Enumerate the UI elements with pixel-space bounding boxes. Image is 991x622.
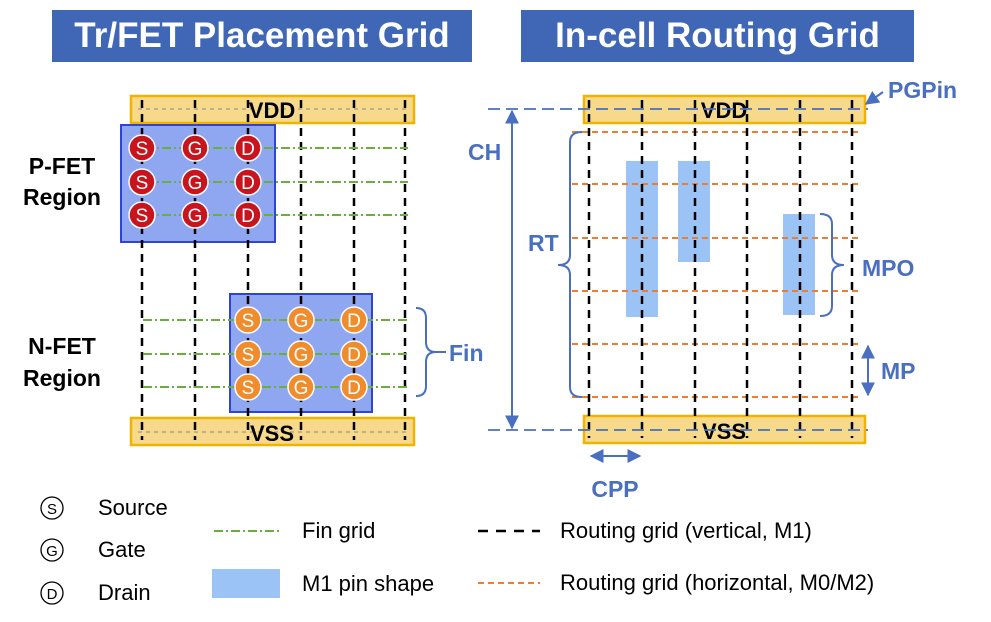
vss-label-left: VSS <box>250 421 294 446</box>
routing-grid-title: In-cell Routing Grid <box>521 10 914 62</box>
pfet-d-letter: D <box>241 206 255 227</box>
nfet-drain-terminal <box>340 306 368 334</box>
pfet-g-letter: G <box>188 173 203 194</box>
drain-symbol-circle <box>40 581 64 605</box>
nfet-d-letter: D <box>347 378 361 399</box>
nfet-g-letter: G <box>294 345 309 366</box>
mpo-brace <box>819 213 845 317</box>
rt-label: RT <box>528 230 559 256</box>
gate-symbol: G <box>46 543 58 560</box>
right-vertical-grid <box>587 100 854 438</box>
pfet-g-letter: G <box>188 139 203 160</box>
legend-drain-label: Drain <box>98 580 151 605</box>
nfet-source-terminal <box>234 340 262 368</box>
pfet-gate-terminal <box>181 168 209 196</box>
nfet-gate-terminal <box>287 340 315 368</box>
nfet-d-letter: D <box>347 311 361 332</box>
pfet-drain-terminal <box>234 134 262 162</box>
pfet-d-letter: D <box>241 173 255 194</box>
legend-pin-shape-swatch <box>212 569 280 598</box>
legend-source-label: Source <box>98 495 168 520</box>
pfet-s-letter: S <box>136 139 149 160</box>
mp-label: MP <box>881 358 916 384</box>
source-symbol-circle <box>40 496 64 520</box>
pfet-g-letter: G <box>188 206 203 227</box>
nfet-s-letter: S <box>242 311 255 332</box>
pfet-terminals <box>128 134 262 229</box>
pfet-gate-terminal <box>181 201 209 229</box>
horizontal-routing-grid <box>572 131 858 398</box>
nfet-g-letter: G <box>294 311 309 332</box>
gate-symbol-circle <box>40 538 64 562</box>
nfet-region-label-2: Region <box>23 365 101 391</box>
drain-symbol: D <box>47 586 58 603</box>
legend-fin-grid-label: Fin grid <box>302 518 375 543</box>
pfet-drain-terminal <box>234 201 262 229</box>
pfet-fin-grid <box>128 147 408 216</box>
nfet-drain-terminal <box>340 340 368 368</box>
nfet-s-letter: S <box>242 378 255 399</box>
pfet-source-terminal <box>128 134 156 162</box>
source-symbol: S <box>47 501 57 518</box>
pgpin-label: PGPin <box>888 77 957 103</box>
vdd-label-left: VDD <box>249 98 295 123</box>
legend-pin-shape-label: M1 pin shape <box>302 571 434 596</box>
rt-brace <box>557 131 583 398</box>
ch-label: CH <box>468 139 501 165</box>
nfet-gate-terminal <box>287 373 315 401</box>
pfet-source-terminal <box>128 168 156 196</box>
placement-grid-title: Tr/FET Placement Grid <box>52 10 472 62</box>
legend-horizontal-grid-label: Routing grid (horizontal, M0/M2) <box>560 570 874 595</box>
nfet-g-letter: G <box>294 378 309 399</box>
pfet-gate-terminal <box>181 134 209 162</box>
nfet-drain-terminal <box>340 373 368 401</box>
vss-label-right: VSS <box>702 419 746 444</box>
legend: S Source G Gate D Drain Fin grid M1 pin … <box>40 495 874 605</box>
nfet-region-label-1: N-FET <box>28 333 96 359</box>
pfet-region-label-2: Region <box>23 184 101 210</box>
nfet-d-letter: D <box>347 345 361 366</box>
pgpin-arrow <box>864 91 884 105</box>
pfet-s-letter: S <box>136 206 149 227</box>
fin-brace <box>415 307 437 397</box>
pfet-drain-terminal <box>234 168 262 196</box>
legend-gate-label: Gate <box>98 537 146 562</box>
pfet-s-letter: S <box>136 173 149 194</box>
pfet-d-letter: D <box>241 139 255 160</box>
nfet-source-terminal <box>234 373 262 401</box>
nfet-terminals <box>234 306 368 401</box>
legend-vertical-grid-label: Routing grid (vertical, M1) <box>560 518 812 543</box>
nfet-gate-terminal <box>287 306 315 334</box>
mpo-label: MPO <box>862 255 914 281</box>
vdd-label-right: VDD <box>701 98 747 123</box>
nfet-s-letter: S <box>242 345 255 366</box>
fin-label: Fin <box>449 340 484 366</box>
cpp-label: CPP <box>591 476 638 502</box>
pfet-source-terminal <box>128 201 156 229</box>
pfet-region-label-1: P-FET <box>29 153 95 179</box>
nfet-source-terminal <box>234 306 262 334</box>
